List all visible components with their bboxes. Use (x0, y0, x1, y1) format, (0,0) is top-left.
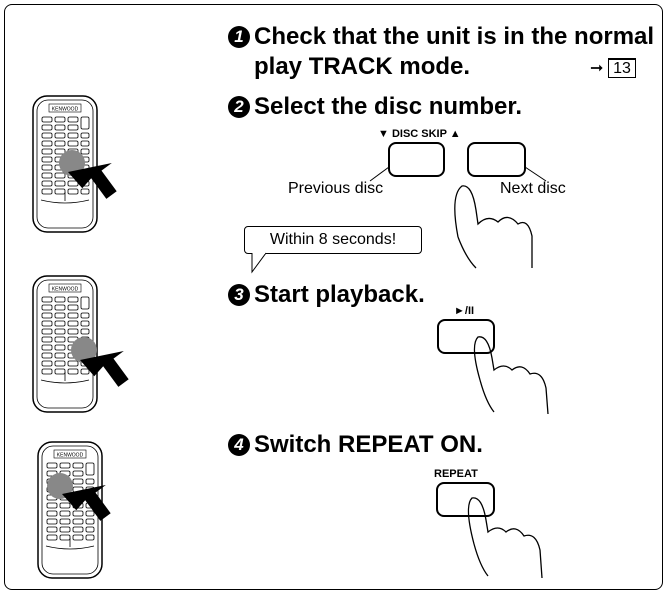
play-pause-button (437, 319, 495, 354)
highlight-play (71, 337, 97, 363)
speech-bubble: Within 8 seconds! (244, 226, 422, 254)
highlight-disc-skip (59, 150, 85, 176)
step-2-text: Select the disc number. (254, 93, 523, 120)
page-frame (4, 4, 663, 590)
repeat-label: REPEAT (434, 468, 478, 480)
previous-disc-label: Previous disc (288, 180, 384, 197)
previous-disc-button (388, 142, 445, 177)
page-reference: 13 (608, 58, 636, 78)
step-4-text: Switch REPEAT ON. (254, 431, 483, 458)
step-1-line1: Check that the unit is in the normal (254, 23, 655, 50)
step-number-4: 4 (228, 434, 250, 456)
step-number-3: 3 (228, 284, 250, 306)
next-disc-button (467, 142, 526, 177)
pointing-hand-icon (473, 336, 549, 415)
step-1-line2: play TRACK mode. (254, 53, 471, 80)
disc-skip-label: ▼ DISC SKIP ▲ (378, 128, 461, 140)
arrow-icon: ➞ (590, 60, 604, 77)
play-pause-label: ►/II (454, 305, 475, 317)
step-number-1: 1 (228, 26, 250, 48)
repeat-button (436, 482, 495, 517)
next-disc-label: Next disc (500, 180, 566, 197)
highlight-repeat (47, 473, 73, 499)
pointing-hand-icon (454, 185, 533, 268)
step-3-text: Start playback. (254, 281, 425, 308)
pointing-hand-icon (467, 497, 543, 579)
step-number-2: 2 (228, 96, 250, 118)
